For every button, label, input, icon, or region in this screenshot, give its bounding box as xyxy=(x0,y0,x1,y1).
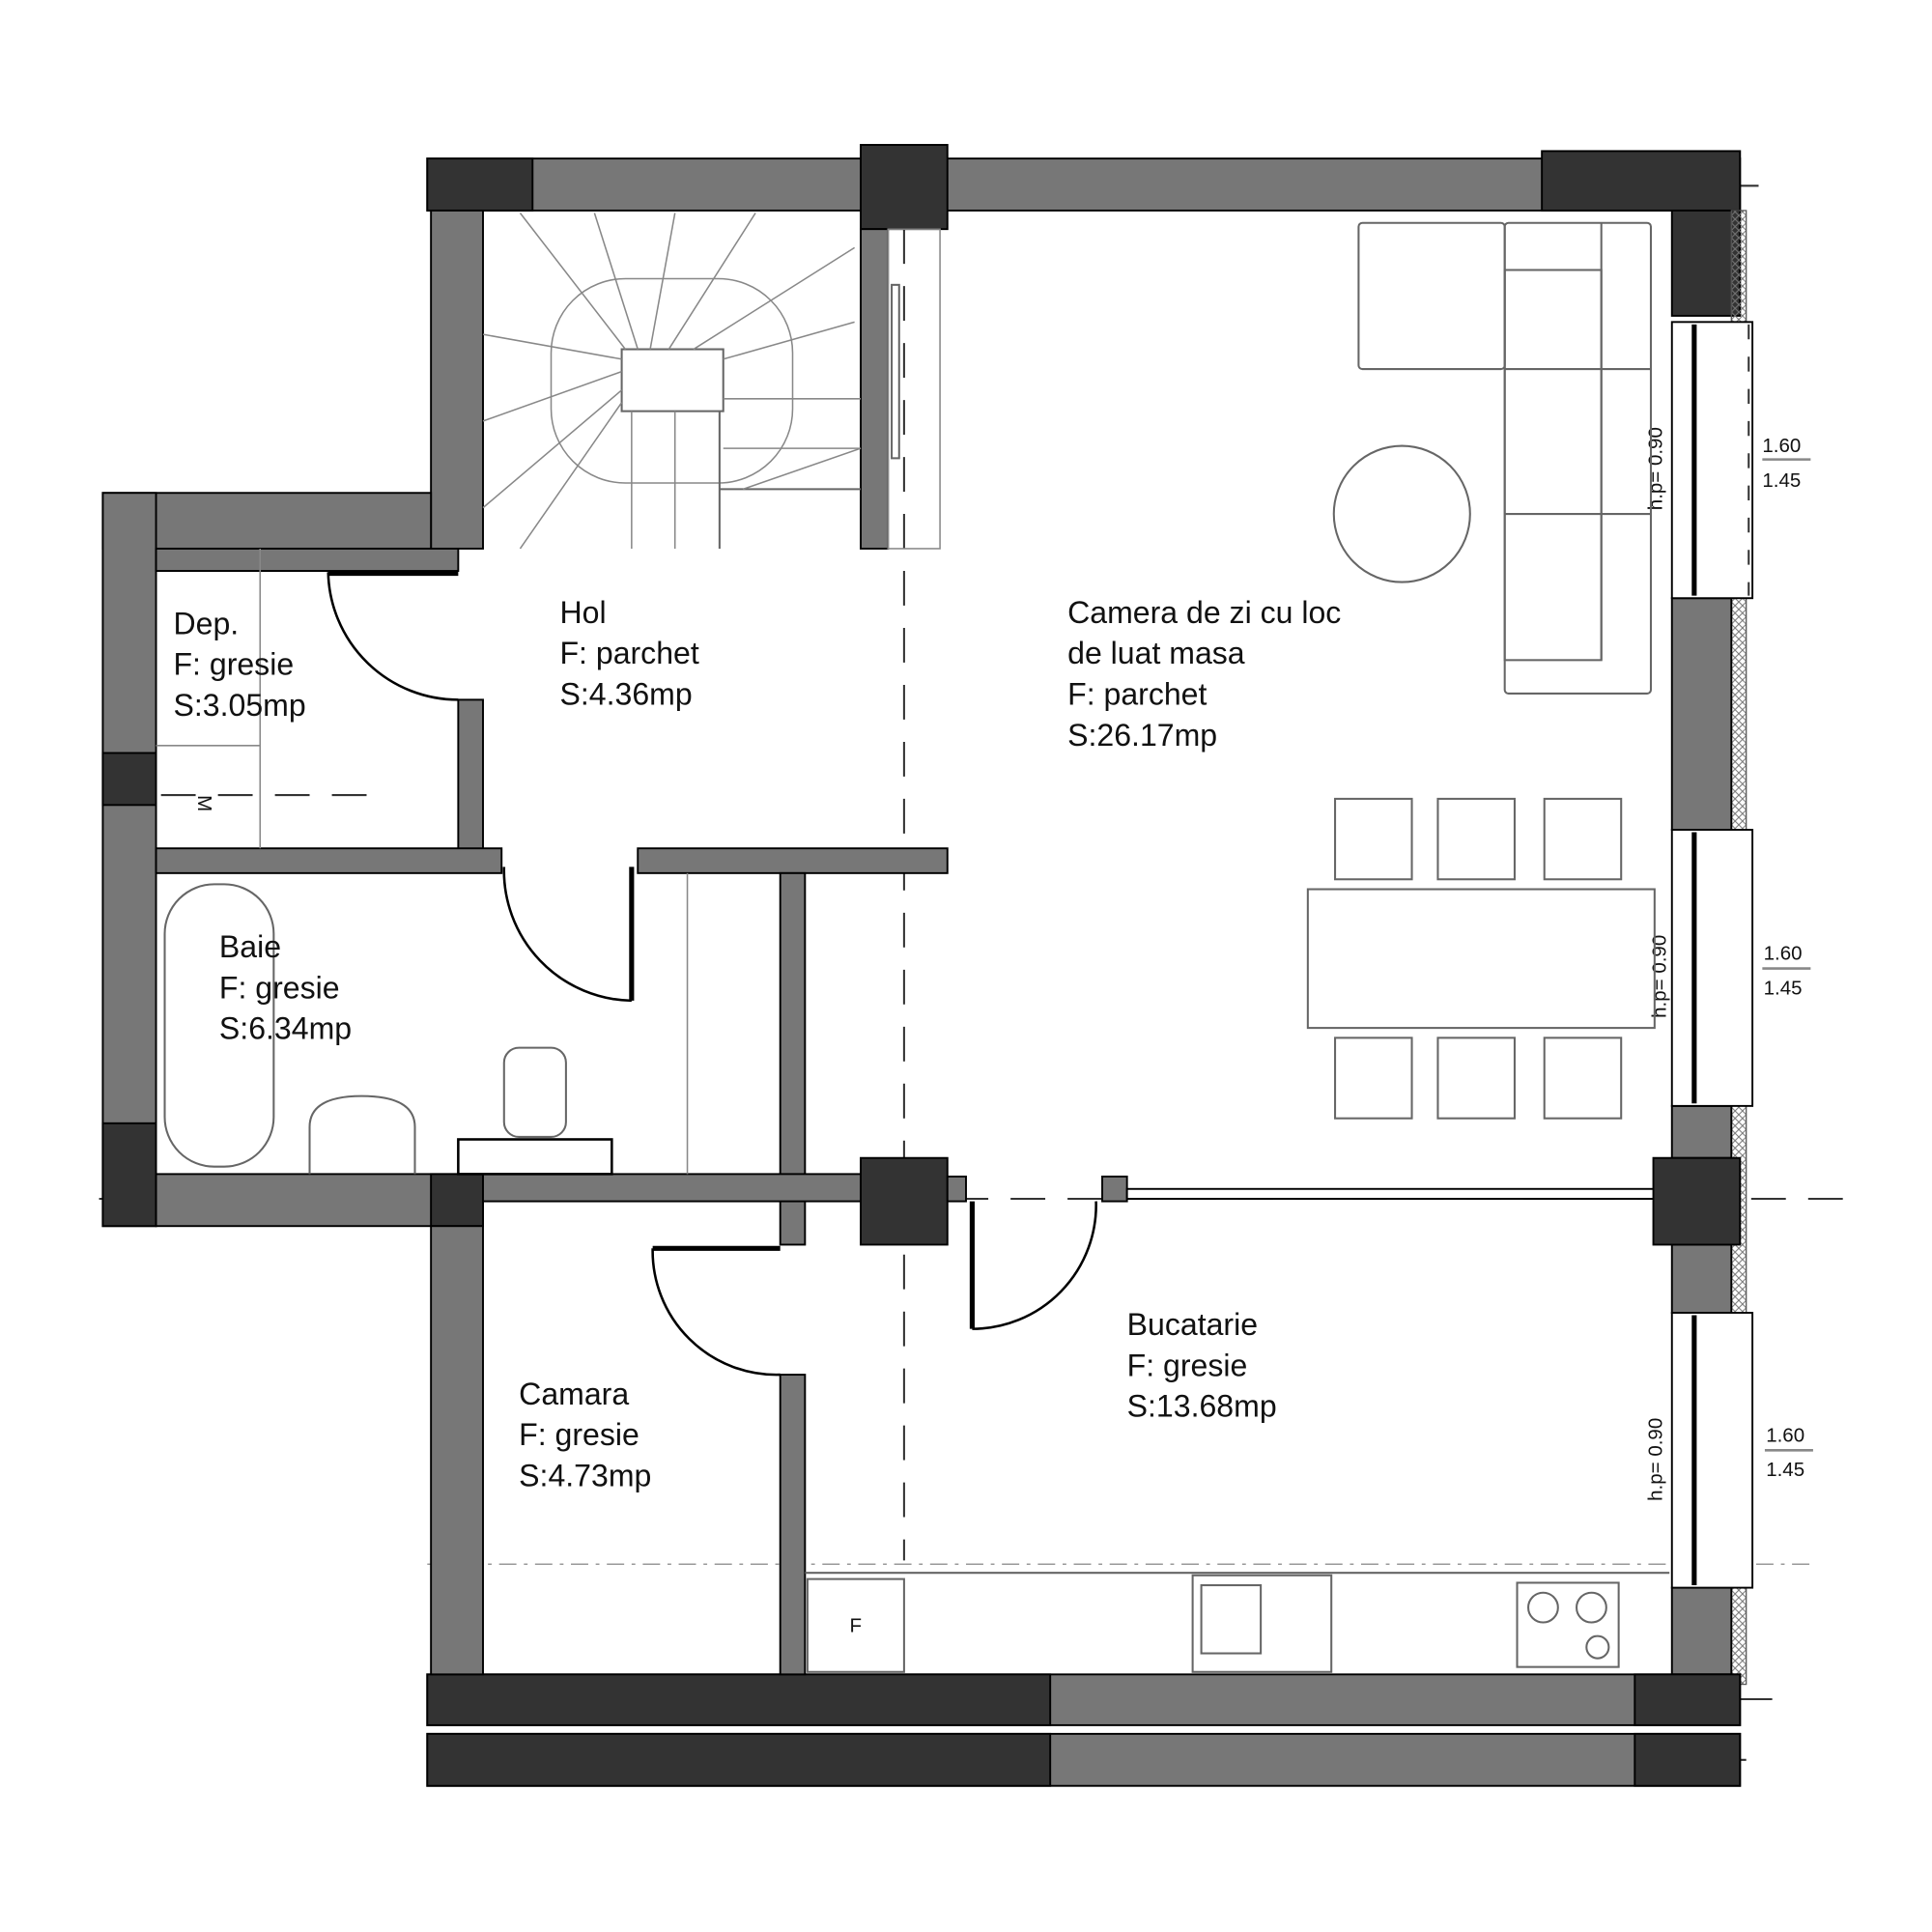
room-area: S:6.34mp xyxy=(219,1011,352,1046)
room-name: Camera de zi cu loc xyxy=(1067,595,1341,630)
dining-table xyxy=(1306,797,1656,1120)
sill-height-label: h.p= 0.90 xyxy=(1648,935,1670,1018)
fridge-label: F xyxy=(849,1615,862,1637)
toilet xyxy=(502,1046,567,1138)
room-area: S:4.36mp xyxy=(559,676,692,711)
kitchen-counter xyxy=(805,1572,1670,1673)
room-floor: F: gresie xyxy=(1127,1348,1248,1382)
sill-height-label: h.p= 0.90 xyxy=(1645,1418,1667,1501)
walls xyxy=(101,144,1747,1787)
window-height-label: 1.45 xyxy=(1766,1459,1804,1481)
sill-height-label: h.p= 0.90 xyxy=(1645,427,1667,510)
window-2 xyxy=(1670,829,1754,1107)
window-3 xyxy=(1670,1312,1754,1589)
washer-label: M xyxy=(193,795,215,811)
staircase xyxy=(482,213,941,550)
room-name: Baie xyxy=(219,929,281,964)
room-baie: Baie F: gresie S:6.34mp xyxy=(219,929,352,1046)
room-name: Bucatarie xyxy=(1127,1307,1258,1342)
windows: 1.60 1.45 1.60 1.45 1.60 1.45 h.p= 0.90 … xyxy=(1645,321,1813,1589)
room-floor: F: gresie xyxy=(219,970,340,1005)
furniture: F M xyxy=(156,221,1670,1673)
room-name: Dep. xyxy=(173,606,239,640)
room-area: S:13.68mp xyxy=(1127,1389,1277,1424)
room-name: Hol xyxy=(559,595,606,630)
sink xyxy=(308,1094,416,1175)
room-floor: F: parchet xyxy=(1067,676,1207,711)
window-width-label: 1.60 xyxy=(1764,943,1803,965)
room-area: S:26.17mp xyxy=(1067,718,1217,753)
room-bucatarie: Bucatarie F: gresie S:13.68mp xyxy=(1127,1307,1277,1424)
room-dep: Dep. F: gresie S:3.05mp xyxy=(173,606,305,723)
room-living: Camera de zi cu loc de luat masa F: parc… xyxy=(1067,595,1341,753)
room-floor: F: parchet xyxy=(559,636,698,670)
room-floor: F: gresie xyxy=(173,647,294,682)
room-area: S:3.05mp xyxy=(173,688,305,723)
sofa xyxy=(1357,221,1653,695)
room-area: S:4.73mp xyxy=(519,1458,651,1492)
window-width-label: 1.60 xyxy=(1766,1424,1804,1446)
doors[interactable] xyxy=(327,571,1097,1377)
window-1 xyxy=(1670,321,1754,600)
room-name-2: de luat masa xyxy=(1067,636,1245,670)
room-name: Camara xyxy=(519,1377,629,1411)
room-hol: Hol F: parchet S:4.36mp xyxy=(559,595,698,712)
room-floor: F: gresie xyxy=(519,1417,639,1452)
room-camara: Camara F: gresie S:4.73mp xyxy=(519,1377,651,1493)
window-height-label: 1.45 xyxy=(1762,469,1801,492)
window-height-label: 1.45 xyxy=(1764,977,1803,999)
axis-lines xyxy=(99,185,1846,1761)
window-width-label: 1.60 xyxy=(1762,435,1801,457)
bathtub xyxy=(163,883,275,1168)
coffee-table xyxy=(1332,444,1471,583)
